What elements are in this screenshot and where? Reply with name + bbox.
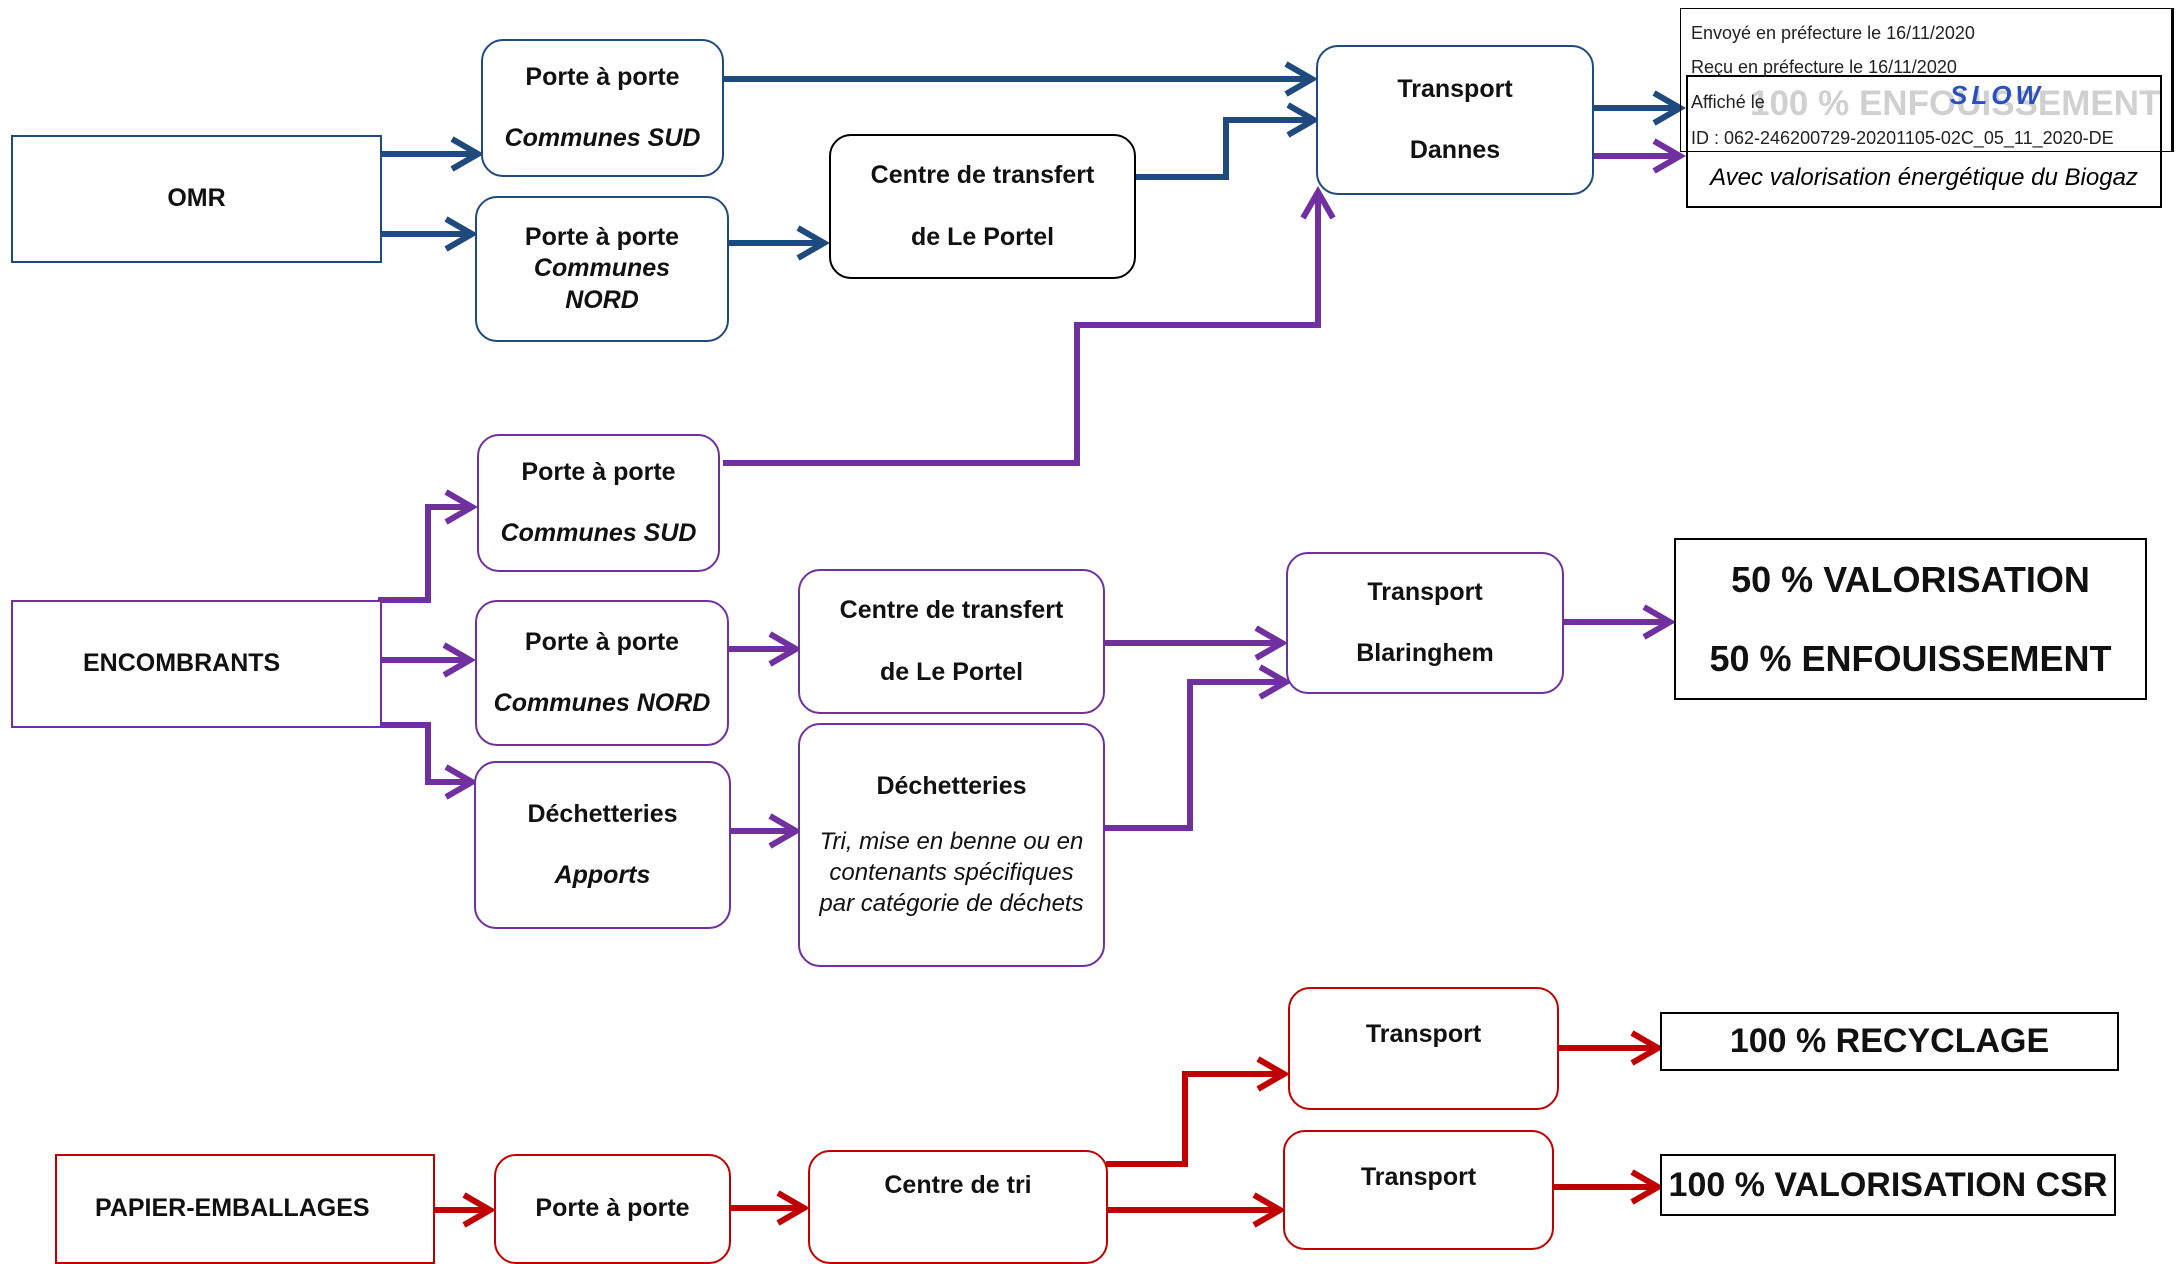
stamp-logo: SLOW	[1950, 80, 2044, 110]
enc-decheteries-apports-title: Déchetteries	[527, 799, 678, 828]
omr-transport-dest: Dannes	[1409, 136, 1501, 164]
prefecture-stamp: Envoyé en préfecture le 16/11/2020 Reçu …	[1680, 8, 2174, 152]
enc-porte-nord-sub: Communes NORD	[493, 689, 711, 717]
papier-porte-title: Porte à porte	[535, 1194, 690, 1223]
omr-label: OMR	[167, 184, 226, 213]
papier-transport-top-title: Transport	[1365, 1020, 1482, 1048]
omr-arrows	[378, 61, 1687, 261]
papier-transport-bottom-box: Transport	[1283, 1130, 1554, 1250]
omr-porte-nord-sub1: Communes	[533, 254, 671, 283]
encombrants-label: ENCOMBRANTS	[83, 649, 281, 678]
papier-result-csr: 100 % VALORISATION CSR	[1668, 1165, 2108, 1204]
omr-porte-nord-sub2: NORD	[565, 285, 639, 314]
papier-source-box: PAPIER-EMBALLAGES	[55, 1154, 435, 1264]
papier-tri-title: Centre de tri	[884, 1171, 1032, 1199]
omr-transfer-box: Centre de transfert de Le Portel	[829, 134, 1136, 279]
enc-porte-sud-sub: Communes SUD	[500, 519, 697, 547]
stamp-affiche: Affiché le	[1691, 92, 1765, 112]
enc-result-line1: 50 % VALORISATION	[1731, 558, 2090, 600]
enc-result-line2: 50 % ENFOUISSEMENT	[1709, 638, 2112, 679]
papier-tri-box: Centre de tri	[808, 1150, 1108, 1264]
papier-porte-box: Porte à porte	[494, 1154, 731, 1264]
enc-porte-nord-title: Porte à porte	[524, 627, 680, 656]
encombrants-arrows	[378, 138, 1687, 849]
omr-transfer-line1: Centre de transfert	[870, 161, 1095, 190]
omr-transport-title: Transport	[1397, 74, 1513, 103]
enc-decheteries-tri-line3: par catégorie de déchets	[819, 890, 1084, 918]
omr-result-main: 100 % ENFOUISSEMENT	[1750, 84, 2161, 123]
encombrants-source-box: ENCOMBRANTS	[11, 600, 382, 728]
enc-transfer-box: Centre de transfert de Le Portel	[798, 569, 1105, 714]
papier-result-recyclage-box: 100 % RECYCLAGE	[1660, 1012, 2119, 1071]
stamp-envoye: Envoyé en préfecture le 16/11/2020	[1691, 23, 1975, 43]
omr-transfer-line2: de Le Portel	[910, 222, 1055, 251]
enc-porte-nord-box: Porte à porte Communes NORD	[475, 600, 729, 746]
papier-arrows	[435, 1030, 1665, 1228]
papier-transport-bottom-title: Transport	[1360, 1163, 1477, 1191]
enc-decheteries-tri-box: Déchetteries Tri, mise en benne ou en co…	[798, 723, 1105, 967]
enc-transfer-line2: de Le Portel	[879, 657, 1024, 686]
stamp-recu: Reçu en préfecture le 16/11/2020	[1691, 57, 1957, 77]
omr-porte-sud-sub: Communes SUD	[504, 124, 701, 152]
enc-porte-sud-title: Porte à porte	[521, 457, 676, 486]
enc-transfer-line1: Centre de transfert	[839, 596, 1064, 625]
omr-result-note: Avec valorisation énergétique du Biogaz	[1710, 164, 2138, 191]
papier-transport-top-box: Transport	[1288, 987, 1559, 1110]
omr-result-box	[1686, 75, 2162, 208]
omr-porte-nord-box: Porte à porte Communes NORD	[475, 196, 729, 342]
enc-decheteries-tri-line1: Tri, mise en benne ou en	[819, 827, 1084, 855]
omr-transport-box: Transport Dannes	[1316, 45, 1594, 195]
enc-decheteries-tri-title: Déchetteries	[876, 771, 1027, 800]
enc-decheteries-tri-line2: contenants spécifiques	[829, 859, 1074, 887]
enc-transport-dest: Blaringhem	[1356, 639, 1494, 667]
enc-result-box: 50 % VALORISATION 50 % ENFOUISSEMENT	[1674, 538, 2147, 700]
enc-porte-sud-box: Porte à porte Communes SUD	[477, 434, 720, 572]
omr-source-box: OMR	[11, 135, 382, 263]
stamp-id: ID : 062-246200729-20201105-02C_05_11_20…	[1691, 128, 2114, 148]
enc-transport-box: Transport Blaringhem	[1286, 552, 1564, 694]
omr-porte-nord-title: Porte à porte	[524, 223, 680, 252]
papier-label: PAPIER-EMBALLAGES	[95, 1194, 370, 1223]
papier-result-recyclage: 100 % RECYCLAGE	[1729, 1022, 2050, 1061]
enc-transport-title: Transport	[1367, 577, 1483, 606]
papier-result-csr-box: 100 % VALORISATION CSR	[1660, 1154, 2116, 1216]
omr-porte-sud-box: Porte à porte Communes SUD	[481, 39, 724, 177]
enc-decheteries-apports-sub: Apports	[554, 861, 651, 889]
omr-porte-sud-title: Porte à porte	[525, 62, 680, 91]
enc-decheteries-apports-box: Déchetteries Apports	[474, 761, 731, 929]
